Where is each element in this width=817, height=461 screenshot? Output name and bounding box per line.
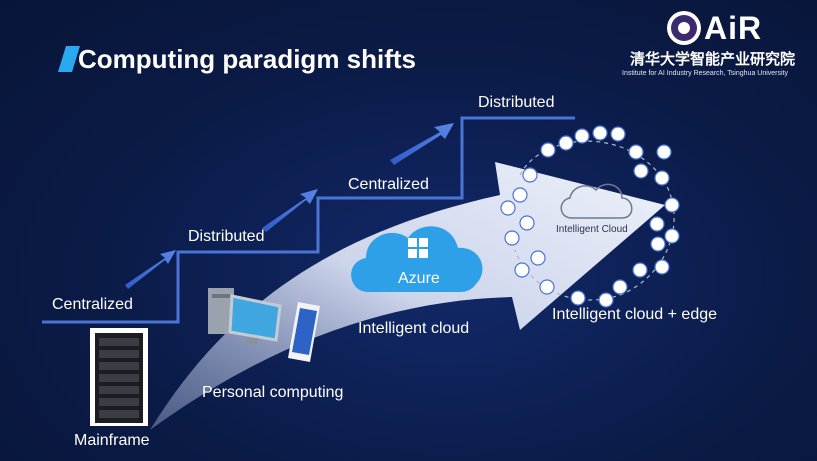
intelligent-cloud-label: Intelligent cloud	[358, 320, 470, 337]
title-marker-icon	[58, 46, 80, 72]
cloud-icon	[560, 183, 633, 219]
step-arrow-2	[262, 189, 318, 232]
intelligent-cloud-edge-label: Intelligent cloud + edge	[552, 306, 718, 323]
institute-name-cn: 清华大学智能产业研究院	[630, 51, 796, 68]
mainframe-label: Mainframe	[74, 432, 150, 449]
step-arrow-1	[125, 250, 176, 289]
device-ring-icons	[500, 125, 680, 308]
windows-logo-icon	[408, 238, 428, 258]
azure-label: Azure	[398, 270, 440, 287]
azure-cloud-icon	[351, 226, 483, 292]
step-arrow-3	[390, 123, 454, 165]
step-label-2: Distributed	[188, 228, 265, 245]
step-label-1: Centralized	[52, 296, 133, 313]
institute-name-en: Institute for AI Industry Research, Tsin…	[622, 70, 789, 77]
desktop-pc-icon	[208, 288, 282, 344]
paradigm-arc	[150, 162, 665, 430]
personal-computing-label: Personal computing	[202, 384, 344, 401]
page-title: Computing paradigm shifts	[78, 44, 416, 74]
server-rack-icon	[90, 328, 148, 426]
step-label-3: Centralized	[348, 176, 429, 193]
brand-logo-text: AiR	[704, 10, 763, 46]
smartphone-icon	[288, 302, 320, 362]
inner-cloud-label: Intelligent Cloud	[556, 224, 628, 235]
step-label-4: Distributed	[478, 94, 555, 111]
staircase-line	[42, 116, 575, 324]
tsinghua-emblem-icon	[667, 11, 701, 45]
